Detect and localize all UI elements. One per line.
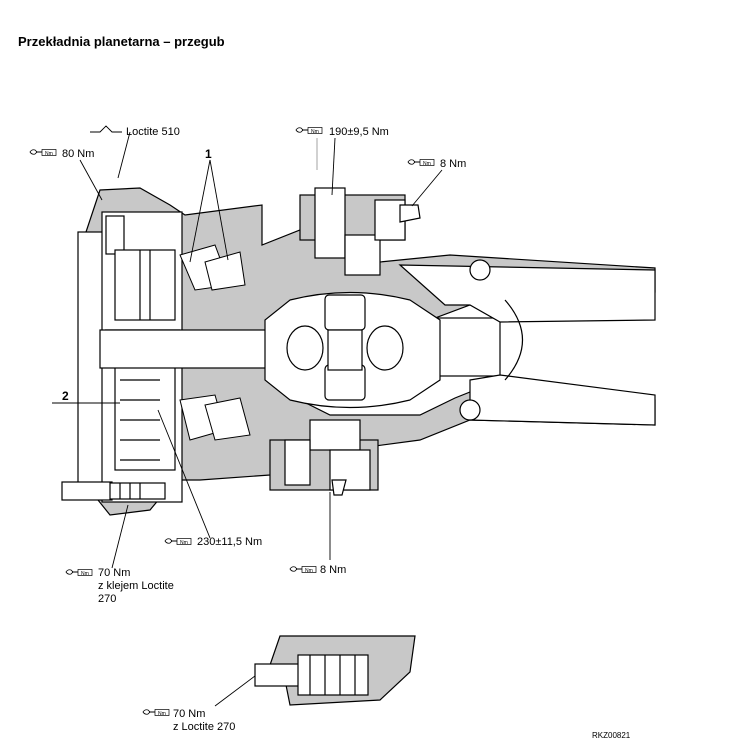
callout-torque-70-a-line2: z klejem Loctite [98, 580, 174, 592]
callout-torque-8-bottom: 8 Nm [320, 564, 346, 576]
callout-item-1: 1 [205, 147, 212, 161]
svg-text:Nm: Nm [423, 161, 431, 167]
detail-view [254, 635, 416, 706]
torque-wrench-icon: Nm [164, 538, 192, 546]
callout-torque-8-top: 8 Nm [440, 158, 466, 170]
svg-text:Nm: Nm [158, 711, 166, 717]
callout-item-2: 2 [62, 389, 69, 403]
svg-text:Nm: Nm [81, 571, 89, 577]
callout-torque-70-b-line1: 70 Nm [173, 708, 205, 720]
callout-torque-80: 80 Nm [62, 148, 94, 160]
torque-wrench-icon: Nm [407, 159, 435, 167]
callout-loctite-510: Loctite 510 [126, 126, 180, 138]
callout-torque-70-a-line3: 270 [98, 593, 116, 605]
axle-arm [398, 259, 656, 426]
callout-torque-230: 230±11,5 Nm [197, 536, 262, 548]
svg-text:Nm: Nm [45, 151, 53, 157]
svg-text:Nm: Nm [180, 540, 188, 546]
kingpin-top [299, 187, 421, 276]
torque-wrench-icon: Nm [29, 149, 57, 157]
callout-torque-190: 190±9,5 Nm [329, 126, 389, 138]
torque-wrench-icon: Nm [295, 127, 323, 135]
leader-lines [52, 131, 443, 707]
svg-text:Nm: Nm [305, 568, 313, 574]
tapered-bearings [179, 244, 251, 441]
torque-wrench-icon: Nm [289, 566, 317, 574]
torque-wrench-icon: Nm [142, 709, 170, 717]
callout-torque-70-b-line2: z Loctite 270 [173, 721, 235, 733]
wheel-stud [61, 481, 166, 501]
svg-text:Nm: Nm [311, 129, 319, 135]
universal-joint [264, 291, 441, 409]
page-title: Przekładnia planetarna – przegub [18, 34, 225, 49]
kingpin-bottom [269, 419, 379, 496]
torque-wrench-icon: Nm [65, 569, 93, 577]
reference-code: RKZ00821 [592, 731, 631, 740]
callout-torque-70-a-line1: 70 Nm [98, 567, 130, 579]
sealant-bead-icon [90, 125, 122, 133]
